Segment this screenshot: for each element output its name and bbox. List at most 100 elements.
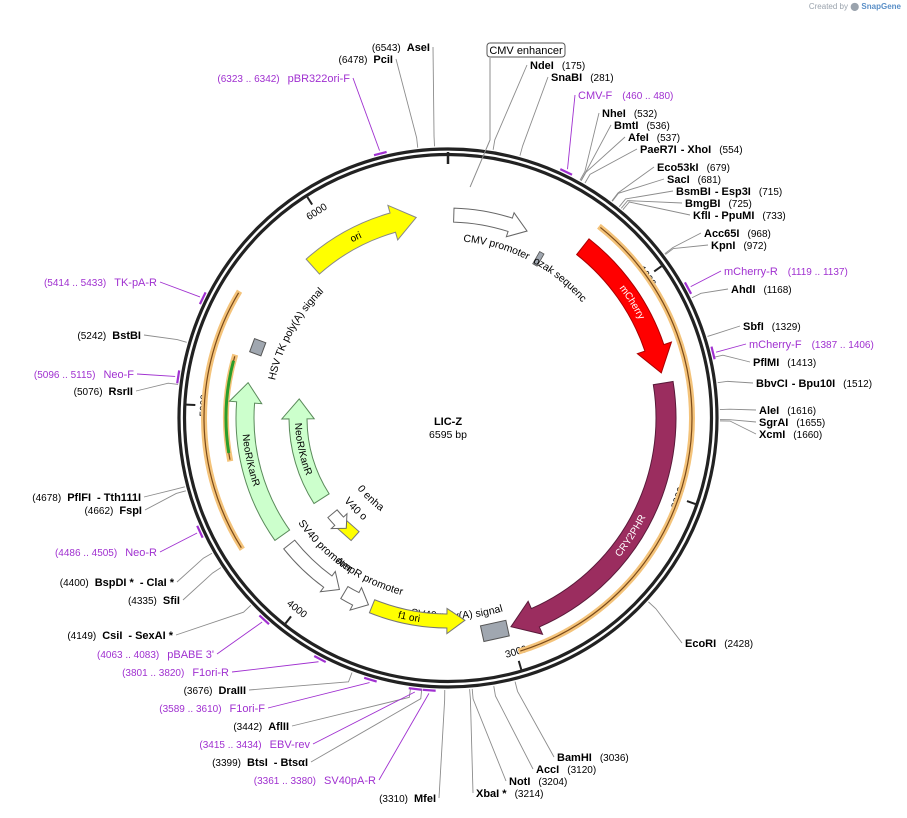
primer-neo-r[interactable]: (4486 .. 4505)Neo-R <box>55 525 204 559</box>
feature-label: CMV promoter <box>463 232 532 262</box>
primer-cmv-f[interactable]: CMV-F(460 .. 480) <box>559 90 673 176</box>
primer-f1ori-r[interactable]: (3801 .. 3820)F1ori-R <box>122 655 327 679</box>
primer-range: (4486 .. 4505) <box>55 548 117 559</box>
ruler-tick-label: 4000 <box>284 598 309 621</box>
restriction-site-noti[interactable]: NotI(3204) <box>471 688 567 788</box>
restriction-site-nhei[interactable]: NheI(532) <box>579 108 657 181</box>
site-label: Eco53kI(679) <box>657 162 730 174</box>
restriction-site-pcii[interactable]: (6478)PciI <box>339 54 419 148</box>
snapgene-logo-icon: ⬤ <box>850 2 860 11</box>
restriction-site-afei[interactable]: AfeI(537) <box>580 132 680 182</box>
site-label: SnaBI(281) <box>551 72 614 84</box>
primer-sv40pa-r[interactable]: (3361 .. 3380)SV40pA-R <box>254 688 436 787</box>
site-label: (4400)BspDI *-ClaI * <box>60 577 175 589</box>
site-leader-line <box>648 601 683 644</box>
restriction-site-sfii[interactable]: (4335)SfiI <box>128 567 222 607</box>
restriction-site-btsi[interactable]: (3399)BtsI-BtsαI <box>212 688 423 769</box>
ori-arrow[interactable] <box>305 204 418 275</box>
restriction-site-kpni[interactable]: KpnI(972) <box>665 240 767 255</box>
primer-f1ori-f[interactable]: (3589 .. 3610)F1ori-F <box>159 676 377 715</box>
restriction-site-xbai[interactable]: XbaI *(3214) <box>469 689 544 800</box>
primer-ebv-rev[interactable]: (3415 .. 3434)EBV-rev <box>199 687 422 751</box>
restriction-site-bstbi[interactable]: (5242)BstBI <box>77 330 187 343</box>
restriction-site-acc65i[interactable]: Acc65I(968) <box>664 228 771 255</box>
site-leader-line <box>580 136 626 182</box>
restriction-site-bspdi[interactable]: (4400)BspDI *-ClaI * <box>60 552 213 589</box>
restriction-site-sgrai[interactable]: SgrAI(1655) <box>719 417 825 429</box>
site-label: (5242)BstBI <box>77 330 141 342</box>
mcherry-arrow[interactable] <box>575 238 673 374</box>
restriction-site-paer7i[interactable]: PaeR7I-XhoI(554) <box>584 144 743 184</box>
site-label: (3399)BtsI-BtsαI <box>212 757 308 769</box>
feature-label-path: f1 ori <box>397 610 421 625</box>
restriction-site-rsrii[interactable]: (5076)RsrII <box>74 382 179 398</box>
primer-range: (460 .. 480) <box>622 91 673 102</box>
cry2phr-arrow[interactable] <box>510 380 677 635</box>
restriction-site-pflmi[interactable]: PflMI(1413) <box>713 354 816 369</box>
site-position: (1655) <box>796 418 825 429</box>
orf-green <box>224 360 235 454</box>
restriction-site-ecori[interactable]: EcoRI(2428) <box>648 601 753 650</box>
restriction-site-mfei[interactable]: (3310)MfeI <box>379 689 446 805</box>
site-name: PciI <box>373 54 393 66</box>
site-name: EcoRI <box>685 638 716 650</box>
restriction-site-kfli[interactable]: KflI-PpuMI(733) <box>622 201 786 222</box>
restriction-site-bamhi[interactable]: BamHI(3036) <box>514 681 629 764</box>
restriction-site-draiii[interactable]: (3676)DraIII <box>184 672 353 697</box>
primer-mcherry-r[interactable]: mCherry-R(1119 .. 1137) <box>683 266 848 295</box>
site-iso-sep: - <box>128 630 132 642</box>
site-leader-line <box>707 325 741 337</box>
site-leader-line <box>176 552 213 583</box>
restriction-site-alei[interactable]: AleI(1616) <box>719 405 816 417</box>
hsv-tk-polya-box[interactable] <box>249 337 267 357</box>
site-leader-line <box>579 112 600 181</box>
primer-tk-pa-r[interactable]: (5414 .. 5433)TK-pA-R <box>44 277 207 305</box>
restriction-site-sbfi[interactable]: SbfI(1329) <box>707 321 801 337</box>
restriction-site-asei[interactable]: (6543)AseI <box>372 42 435 147</box>
primer-mcherry-f[interactable]: mCherry-F(1387 .. 1406) <box>710 339 874 360</box>
neo-kanr-outer-arrow[interactable] <box>228 381 291 542</box>
site-leader-line <box>717 380 754 384</box>
sv40-promoter-arrow[interactable] <box>283 539 341 593</box>
site-name: BspDI * <box>95 577 135 589</box>
neo-kanr-inner-arrow[interactable] <box>280 398 330 505</box>
restriction-site-csii[interactable]: (4149)CsiI-SexAI * <box>67 604 252 642</box>
site-leader-line <box>469 689 474 794</box>
restriction-site-saci[interactable]: SacI(681) <box>611 174 721 202</box>
site-isoschizomer: ClaI * <box>146 577 174 589</box>
restriction-site-aflii[interactable]: (3442)AflII <box>233 687 412 733</box>
sv40-polya-box[interactable] <box>479 619 510 643</box>
primer-pbabe3[interactable]: (4063 .. 4083)pBABE 3' <box>97 614 270 661</box>
restriction-site-bmgbi[interactable]: BmgBI(725) <box>620 198 752 210</box>
restriction-site-acci[interactable]: AccI(3120) <box>493 686 596 776</box>
f1-ori-arrow[interactable] <box>368 599 466 635</box>
site-position: (3120) <box>567 765 596 776</box>
site-leader-line <box>713 354 751 363</box>
site-position: (1168) <box>763 285 791 296</box>
restriction-site-ndei[interactable]: NdeI(175) <box>492 60 585 150</box>
restriction-site-pflfi[interactable]: (4678)PflFI-Tth111I <box>32 486 185 504</box>
restriction-site-eco53ki[interactable]: Eco53kI(679) <box>611 162 730 202</box>
restriction-site-ahdi[interactable]: AhdI(1168) <box>691 284 792 299</box>
ruler-tick <box>686 500 696 505</box>
feature-label: HSV TK poly(A) signal <box>266 285 326 381</box>
restriction-site-bbvci[interactable]: BbvCI-Bpu10I(1512) <box>717 378 872 390</box>
site-name: AleI <box>759 405 779 417</box>
restriction-site-xcmi[interactable]: XcmI(1660) <box>719 420 822 441</box>
snapgene-credit: Created by ⬤ SnapGene <box>809 2 901 11</box>
primer-neo-f[interactable]: (5096 .. 5115)Neo-F <box>34 369 181 384</box>
restriction-site-snabi[interactable]: SnaBI(281) <box>519 72 614 156</box>
kozak-box[interactable] <box>532 251 545 267</box>
restriction-site-fspi[interactable]: (4662)FspI <box>84 490 187 517</box>
primer-pbr322ori-f[interactable]: (6323 .. 6342)pBR322ori-F <box>217 73 387 157</box>
primer-mark <box>683 281 693 295</box>
sv40-enhancer-arrow[interactable] <box>327 509 348 530</box>
cmv-promoter-arrow[interactable] <box>453 207 528 238</box>
site-label: AhdI(1168) <box>731 284 792 296</box>
site-isoschizomer: BtsαI <box>280 757 308 769</box>
cmv-enhancer-label[interactable]: CMV enhancer <box>469 42 566 188</box>
site-name: KpnI <box>711 240 735 252</box>
restriction-site-bsmbi[interactable]: BsmBI-Esp3I(715) <box>618 186 782 207</box>
ampr-promoter-arrow[interactable] <box>340 585 370 611</box>
